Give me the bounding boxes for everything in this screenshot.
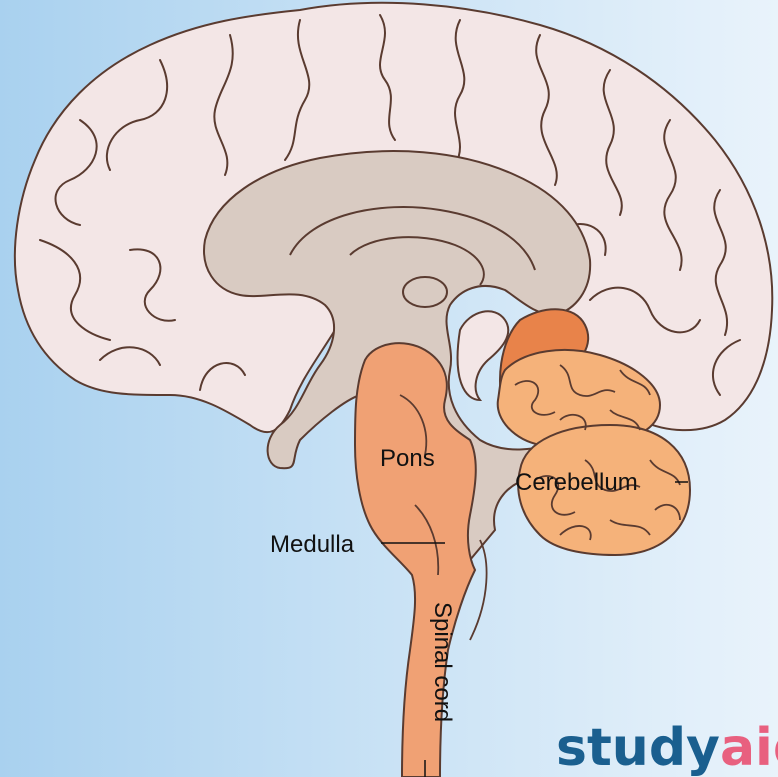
studyaid-logo: studyaid	[556, 718, 778, 777]
label-medulla: Medulla	[270, 531, 355, 558]
label-cerebellum: Cerebellum	[515, 469, 638, 496]
logo-aid: aid	[720, 718, 778, 777]
label-spinal-cord: Spinal cord	[429, 602, 456, 722]
label-pons: Pons	[380, 445, 435, 472]
logo-study: study	[556, 718, 720, 777]
